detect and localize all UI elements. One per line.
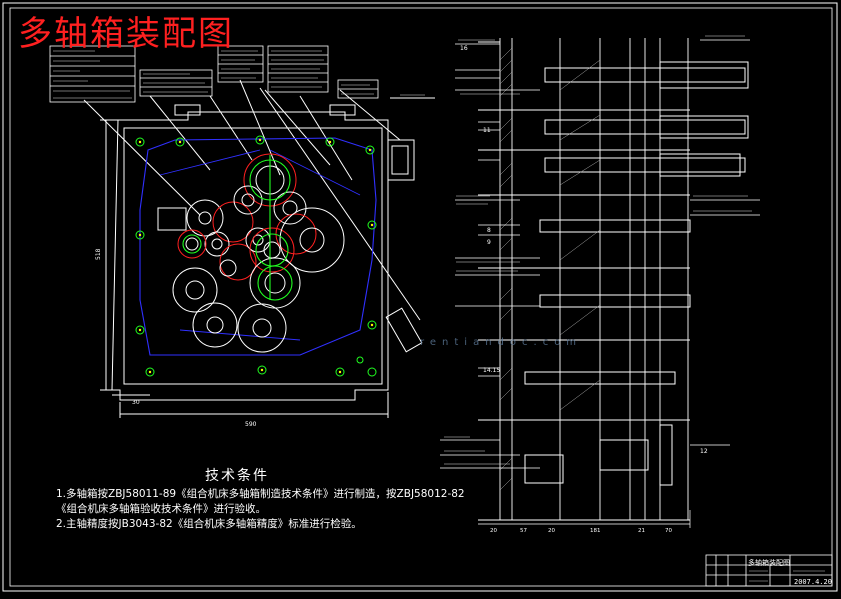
dim-width-text: 590 xyxy=(245,421,257,428)
spindle-a-head xyxy=(659,61,749,89)
ref-10: 10 xyxy=(485,233,487,235)
drive-gear xyxy=(599,439,649,471)
svg-text:181: 181 xyxy=(590,528,601,534)
drawing-title: 多轴箱装配图 xyxy=(18,14,234,54)
leader-9 xyxy=(259,87,421,321)
ref-9: 9 xyxy=(487,239,491,246)
contour-line xyxy=(139,137,377,356)
box-outline xyxy=(111,111,389,401)
section-view xyxy=(478,38,690,521)
pin-centers xyxy=(138,138,374,374)
gear-15 xyxy=(192,302,238,348)
locating-pins xyxy=(135,135,377,377)
watermark-text: rentiandoc.com xyxy=(420,337,583,348)
drive-path xyxy=(182,155,293,301)
callout-text-marks xyxy=(53,50,425,99)
spindle-a xyxy=(544,67,746,83)
callout-box-4 xyxy=(267,45,329,93)
gear-16 xyxy=(237,303,287,353)
side-bracket-top xyxy=(387,139,415,181)
section-hatch xyxy=(499,47,601,491)
mount-ear-left xyxy=(174,104,201,116)
leader-4 xyxy=(239,79,281,176)
gear-4 xyxy=(177,229,207,259)
leader-5 xyxy=(264,89,331,166)
gear-10 xyxy=(275,213,317,255)
drive-end xyxy=(659,424,673,486)
tech-requirement-line-2: 《组合机床多轴箱验收技术条件》进行验收。 xyxy=(56,503,266,515)
section-bottom-dims: 20 57 20 181 21 70 xyxy=(490,528,672,534)
spindles xyxy=(524,61,749,486)
title-block-date: 2007.4.20 xyxy=(794,578,832,586)
gear-2 xyxy=(212,201,254,243)
spindle-c xyxy=(544,157,746,173)
ref-16: 16 xyxy=(460,45,468,52)
side-bracket-top-inner xyxy=(391,145,409,175)
gear-1 xyxy=(186,199,224,237)
ref-11: 11 xyxy=(483,127,491,134)
gear-14 xyxy=(172,267,218,313)
gear-5 xyxy=(219,243,257,281)
gear-7 xyxy=(249,227,295,273)
spindle-c-head xyxy=(659,153,741,177)
svg-text:57: 57 xyxy=(520,528,527,534)
spindle-1 xyxy=(198,211,212,225)
ref-14-15: 14.15 xyxy=(483,367,500,374)
gear-13 xyxy=(233,185,263,215)
mount-ear-right xyxy=(329,104,356,116)
gear-9 xyxy=(273,191,307,225)
title-block xyxy=(705,554,833,587)
svg-text:21: 21 xyxy=(638,528,645,534)
gear-train xyxy=(172,153,345,353)
callout-box-2 xyxy=(139,69,213,97)
dim-height-text: 518 xyxy=(95,248,102,260)
spindle-e xyxy=(539,294,691,308)
tech-requirements-heading: 技术条件 xyxy=(205,468,269,484)
section-label-marks xyxy=(444,35,752,465)
tech-requirement-line-3: 2.主轴精度按JB3043-82《组合机床多轴箱精度》标准进行检验。 xyxy=(56,518,362,530)
callout-box-1 xyxy=(49,45,136,103)
spindle-d xyxy=(539,219,691,233)
tech-requirement-line-1: 1.多轴箱按ZBJ58011-89《组合机床多轴箱制造技术条件》进行制造，按ZB… xyxy=(56,488,465,500)
drive-shaft xyxy=(524,454,564,484)
title-block-marks xyxy=(749,570,825,582)
dim-offset-text: 30 xyxy=(132,399,140,406)
contour-inner xyxy=(159,149,361,341)
ref-12: 12 xyxy=(700,448,708,455)
sheet-border xyxy=(2,2,838,592)
spindle-f xyxy=(524,371,676,385)
front-view xyxy=(83,79,435,418)
leader-3 xyxy=(209,95,253,161)
svg-text:70: 70 xyxy=(665,528,672,534)
side-bracket-bottom xyxy=(385,307,423,353)
callout-boxes xyxy=(49,45,430,103)
leader-2 xyxy=(149,95,211,171)
gear-3 xyxy=(204,231,230,257)
spindle-b xyxy=(544,119,746,135)
gear-11 xyxy=(279,207,345,273)
title-block-name: 多轴箱装配图 xyxy=(748,559,790,567)
svg-text:20: 20 xyxy=(548,528,555,534)
leader-1 xyxy=(83,99,201,216)
inner-border xyxy=(9,7,833,587)
spindle-b-head xyxy=(659,115,749,139)
box-inner-outline xyxy=(123,127,383,385)
fixture-block xyxy=(157,207,187,231)
svg-text:20: 20 xyxy=(490,528,497,534)
section-leaders xyxy=(440,39,760,528)
ref-8: 8 xyxy=(487,227,491,234)
